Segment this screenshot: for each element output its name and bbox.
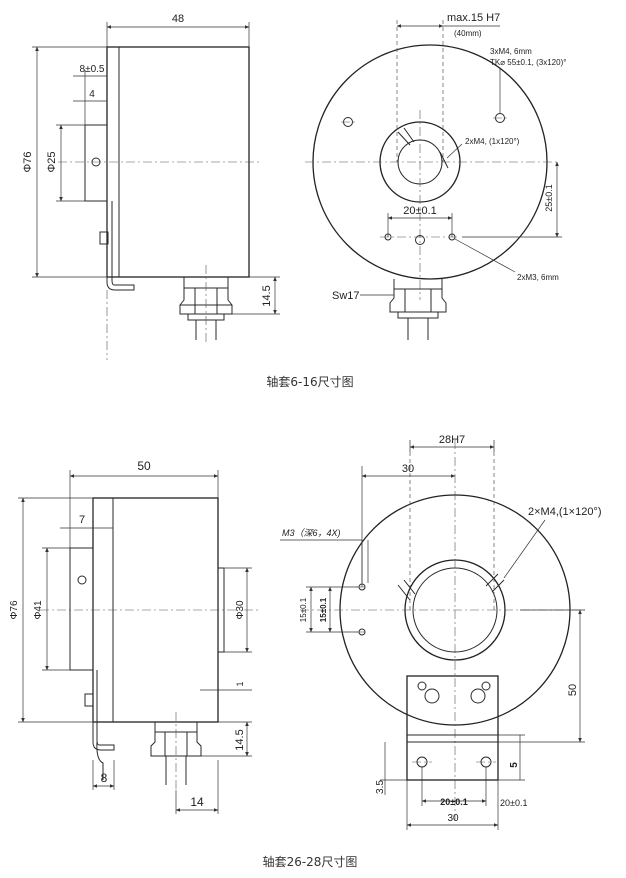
d2-dia-inner: Φ41 xyxy=(33,600,44,620)
d2-hole-spacing: 20±0.1 xyxy=(440,797,467,807)
d2-gland-width: 14 xyxy=(190,795,204,809)
d2-bracket-base: 3.5 xyxy=(375,780,386,794)
d1-wrench: Sw17 xyxy=(332,290,360,302)
d1-holes-c: 2xM3, 6mm xyxy=(517,273,559,282)
d2-step: 1 xyxy=(235,681,245,686)
d1-width: 48 xyxy=(172,13,184,25)
d2-gland-height: 14.5 xyxy=(234,729,246,750)
d1-dia-inner: Φ25 xyxy=(46,151,58,172)
d2-dia-outer: Φ76 xyxy=(9,600,20,620)
d2-pitch-b: 15±0.1 xyxy=(319,597,328,622)
d2-pitch-a: 15±0.1 xyxy=(299,597,308,622)
drawing2-side-view xyxy=(18,470,260,814)
d1-bore: max.15 H7 xyxy=(447,12,500,24)
d1-offset-a: 8±0.5 xyxy=(80,64,105,75)
d2-bracket-width: 30 xyxy=(447,813,459,824)
d1-holes-a-line1: 3xM4, 6mm xyxy=(490,47,532,56)
d2-flange: 7 xyxy=(79,514,85,526)
d1-offset-b: 4 xyxy=(89,89,95,100)
d1-gland-height: 14.5 xyxy=(261,285,273,306)
d1-height: 25±0.1 xyxy=(544,184,554,211)
d2-width: 50 xyxy=(137,459,151,473)
d2-bracket-height: 50 xyxy=(567,684,579,696)
d2-holes-m3: M3（深6，4X) xyxy=(282,528,341,538)
d1-holes-a-line2: TK⌀ 55±0.1, (3x120)° xyxy=(490,58,566,67)
d1-bore-note: (40mm) xyxy=(454,29,482,38)
drawing1-front-view xyxy=(305,20,562,340)
drawing2-front-view xyxy=(280,440,585,830)
drawing1-labels: 48 Φ76 Φ25 8±0.5 4 14.5 max.15 H7 (40mm)… xyxy=(22,12,566,389)
drawing1-side-view xyxy=(32,22,280,360)
d2-hole-spacing-right: 20±0.1 xyxy=(500,798,527,808)
d2-holes-a: 2×M4,(1×120°) xyxy=(528,506,602,518)
d1-dia-outer: Φ76 xyxy=(22,151,34,172)
d2-dia-shaft: Φ30 xyxy=(235,600,246,620)
d1-holes-b: 2xM4, (1x120°) xyxy=(465,137,520,146)
d2-bore-offset: 30 xyxy=(402,463,414,475)
d2-bracket-step: 5 xyxy=(509,762,520,768)
d2-bore: 28H7 xyxy=(439,434,465,446)
drawing2-caption: 轴套26-28尺寸图 xyxy=(263,854,358,869)
drawing2-labels: 50 7 Φ76 Φ41 Φ30 1 14.5 8 14 28H7 30 2×M… xyxy=(9,434,602,869)
d1-spacing: 20±0.1 xyxy=(403,205,437,217)
drawing1-caption: 轴套6-16尺寸图 xyxy=(266,374,353,389)
d2-bracket: 8 xyxy=(101,771,108,785)
